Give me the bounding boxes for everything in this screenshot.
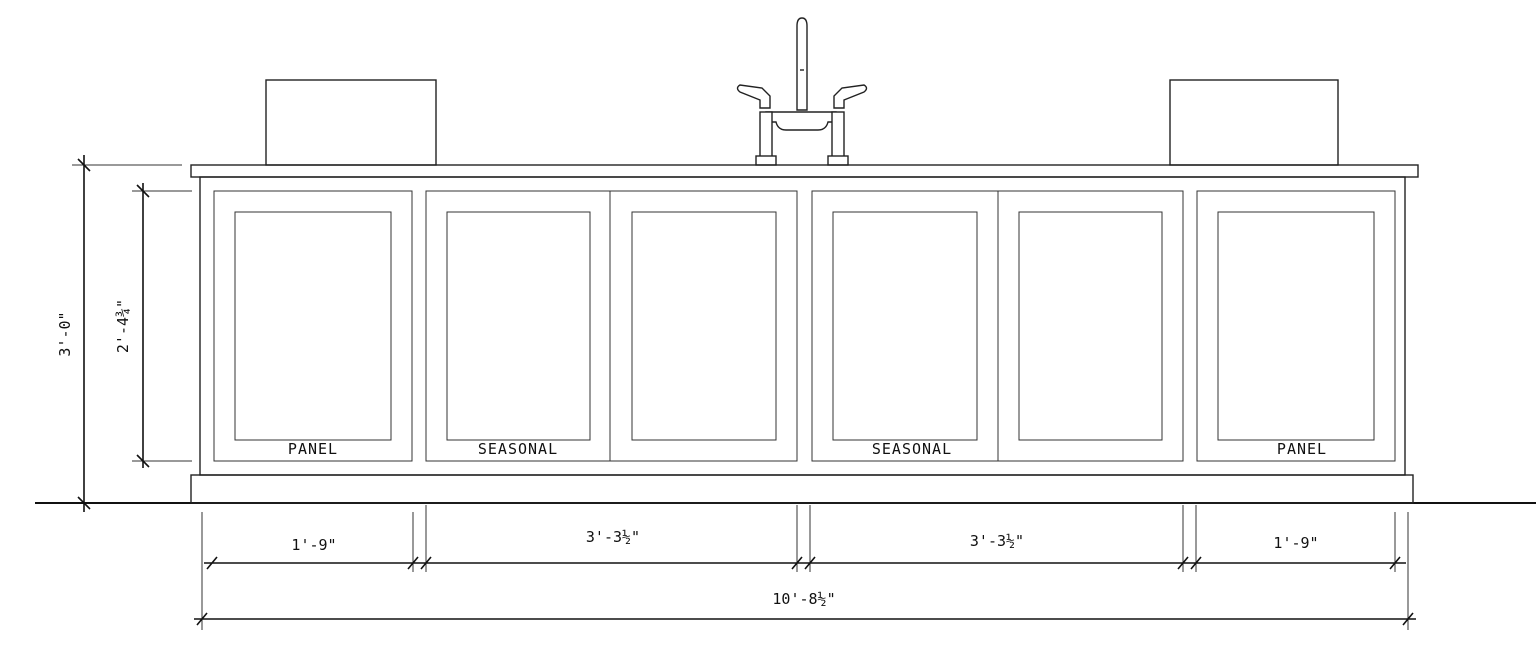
dimension-label-door-height: 2'-4¾" bbox=[114, 299, 132, 353]
door-seasonal-left-b bbox=[609, 190, 798, 462]
dimension-label-overall-width: 10'-8½" bbox=[772, 590, 835, 608]
backsplash-block-left bbox=[265, 79, 437, 166]
door-frames bbox=[213, 190, 1396, 462]
dimension-label-section-3: 3'-3½" bbox=[970, 532, 1024, 550]
door-panel-left bbox=[213, 190, 413, 462]
backsplash-block-right bbox=[1169, 79, 1339, 166]
cabinet-body bbox=[199, 176, 1406, 476]
cabinet-base bbox=[190, 474, 1414, 504]
dimension-extension-lines bbox=[201, 505, 1409, 630]
door-seasonal-right-a bbox=[811, 190, 999, 462]
door-seasonal-right-b bbox=[997, 190, 1184, 462]
dimension-sections bbox=[204, 556, 1406, 570]
door-label-seasonal-left: SEASONAL bbox=[478, 440, 558, 458]
dimension-label-section-4: 1'-9" bbox=[1273, 534, 1318, 552]
dimension-door-height: 2'-4¾" bbox=[114, 183, 192, 468]
dimension-label-overall-height: 3'-0" bbox=[56, 311, 74, 356]
dimension-label-section-2: 3'-3½" bbox=[586, 528, 640, 546]
door-panel-right bbox=[1196, 190, 1396, 462]
dimension-overall-width bbox=[194, 612, 1416, 626]
dimension-label-section-1: 1'-9" bbox=[291, 536, 336, 554]
door-seasonal-left-a bbox=[425, 190, 611, 462]
countertop bbox=[190, 164, 1419, 178]
door-inner-panels bbox=[234, 211, 1375, 441]
dimension-overall-height: 3'-0" bbox=[56, 155, 182, 512]
door-label-seasonal-right: SEASONAL bbox=[872, 440, 952, 458]
door-label-panel-left: PANEL bbox=[288, 440, 338, 458]
faucet-icon bbox=[736, 17, 868, 166]
door-label-panel-right: PANEL bbox=[1277, 440, 1327, 458]
